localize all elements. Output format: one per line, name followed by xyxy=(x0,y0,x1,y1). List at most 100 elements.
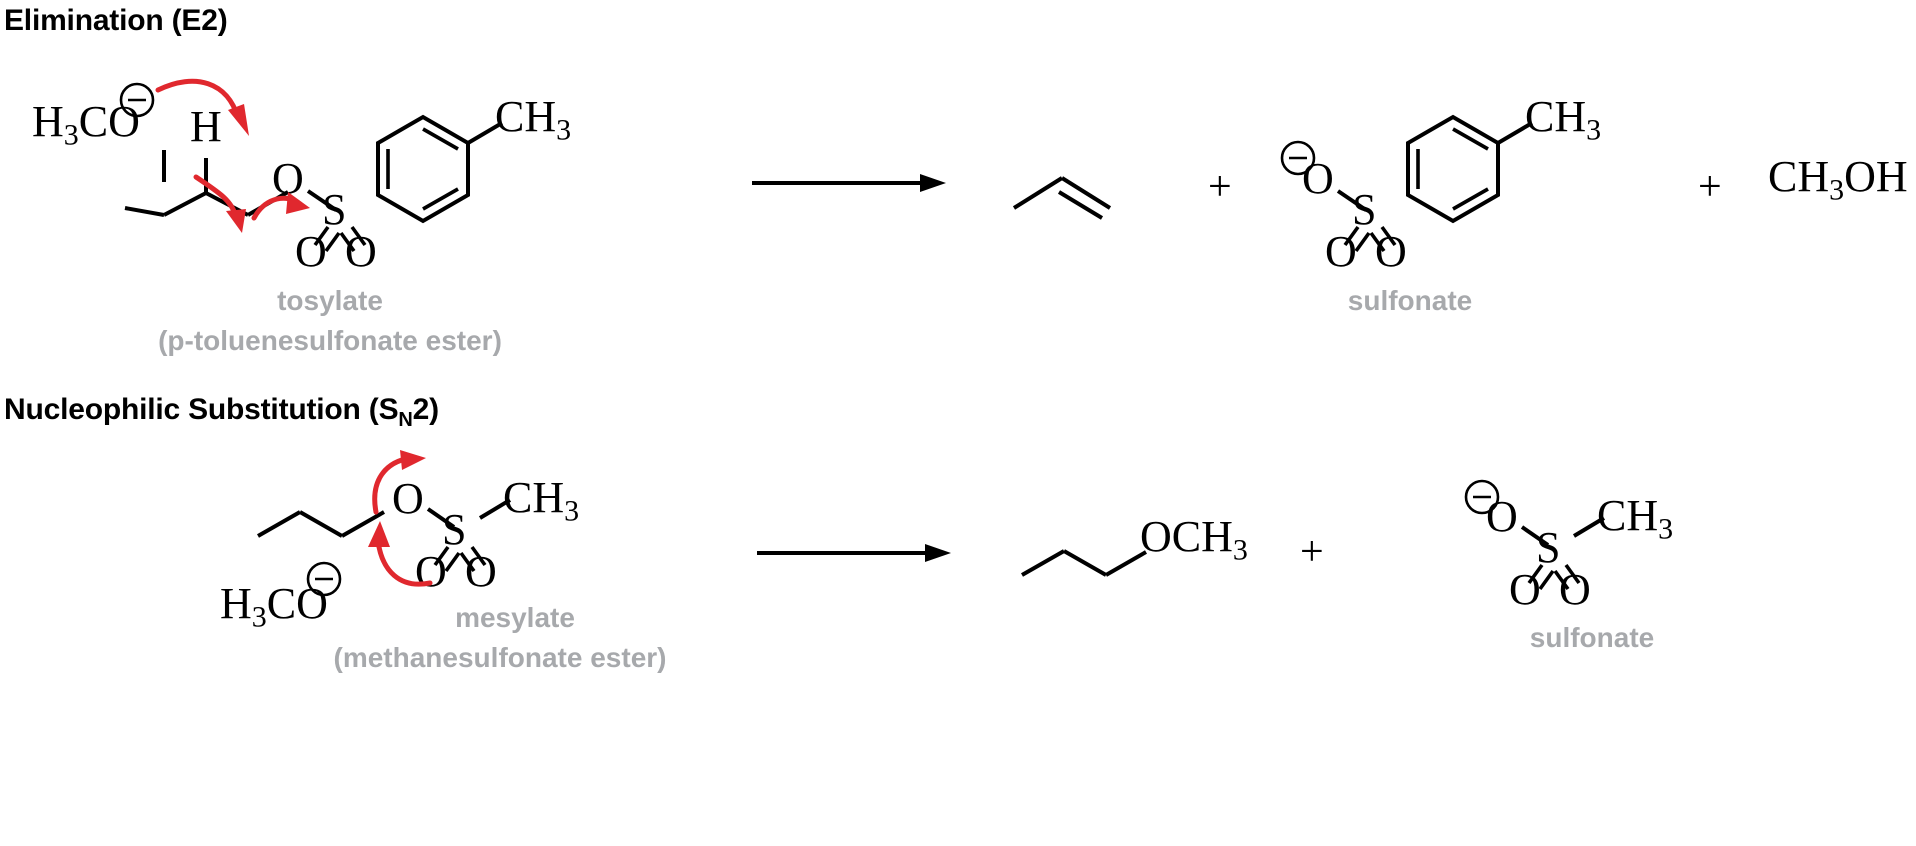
OCH3-subscript: 3 xyxy=(1232,533,1248,567)
plus-sign-e2-2: + xyxy=(1698,163,1722,211)
plus-text: + xyxy=(1698,164,1722,210)
anion-sulfonyl-oxygen-left-sn2: O xyxy=(1509,568,1541,612)
plus-text: + xyxy=(1208,164,1232,210)
O-atom: O xyxy=(1559,565,1591,614)
tolyl-methyl-label-anion-e2: CH3 xyxy=(1525,95,1601,145)
mesylate-sulfonyl-oxygen-right: O xyxy=(465,550,497,594)
tosylate-propyl-chain xyxy=(162,150,166,182)
mesylate-anion-oxygen: O xyxy=(1486,495,1518,539)
OCH-text: OCH xyxy=(1140,512,1233,561)
mesylate-sulfur: S xyxy=(442,508,466,552)
caption-sulfonate-e2: sulfonate xyxy=(1310,285,1510,317)
O-atom: O xyxy=(1486,492,1518,541)
H-atom: H xyxy=(190,102,222,151)
CH-text: CH xyxy=(1525,92,1587,141)
O-atom: O xyxy=(345,227,377,276)
ether-label-sn2: OCH3 xyxy=(1140,515,1248,565)
CH-text: CH xyxy=(1597,491,1659,540)
anion-sulfonyl-oxygen-left: O xyxy=(1325,230,1357,274)
heading-subscript-N: N xyxy=(398,409,413,431)
reaction-arrow-e2 xyxy=(752,174,946,192)
propene-structure xyxy=(1012,176,1112,220)
O-S-bond-sn2 xyxy=(426,507,456,529)
heading-text-pre: Elimination (E xyxy=(4,4,202,37)
mesylate-anion-methyl-label: CH3 xyxy=(1597,494,1673,544)
caption-text: sulfonate xyxy=(1529,622,1655,653)
sulfonyl-double-bonds-anion-e2 xyxy=(1343,225,1397,253)
propyl-chain-sn2 xyxy=(257,510,385,538)
caption-sulfonate-sn2: sulfonate xyxy=(1492,622,1692,654)
O-atom: O xyxy=(1325,227,1357,276)
tolyl-methyl-label-e2: CH3 xyxy=(495,95,571,145)
curly-arrow-CO-to-leaving-group xyxy=(251,192,310,221)
methoxide-H: H xyxy=(32,97,64,146)
O-atom: O xyxy=(295,227,327,276)
CH3-subscript: 3 xyxy=(1829,173,1845,207)
benzene-ring-e2 xyxy=(376,114,504,224)
caption-tosylate: tosylate xyxy=(180,285,480,317)
caption-tosylate-full: (p-toluenesulfonate ester) xyxy=(130,325,530,357)
CH3-subscript: 3 xyxy=(564,494,580,528)
CH-text: CH xyxy=(503,473,565,522)
methoxide-CO: CO xyxy=(266,579,328,628)
O-S-bond-e2 xyxy=(306,189,338,212)
sulfonyl-double-bonds-sn2 xyxy=(433,545,487,573)
benzene-ring-anion-e2 xyxy=(1406,114,1534,224)
curly-arrow-leaving-group-sn2 xyxy=(372,450,426,515)
O-S-bond-anion-sn2 xyxy=(1520,525,1550,547)
heading-text-tail: 2) xyxy=(201,4,228,37)
anion-sulfonyl-oxygen-right-sn2: O xyxy=(1559,568,1591,612)
O-atom: O xyxy=(272,154,304,203)
methyl-propyl-ether-chain xyxy=(1021,549,1147,577)
caption-line-1: tosylate xyxy=(277,285,383,316)
sulfonyl-double-bonds-e2 xyxy=(313,225,367,253)
beta-hydrogen-label: H xyxy=(190,105,222,149)
mesylate-anion-sulfur: S xyxy=(1536,526,1560,570)
heading-text-post: 2) xyxy=(412,393,439,426)
caption-line-2: (p-toluenesulfonate ester) xyxy=(158,325,502,356)
CH-text: CH xyxy=(495,92,557,141)
CH3-subscript: 3 xyxy=(1586,113,1602,147)
methoxide-label-e2: H3CO xyxy=(32,100,140,150)
reaction-arrow-sn2 xyxy=(757,544,951,562)
S-atom: S xyxy=(1536,523,1561,572)
ester-oxygen-label-e2: O xyxy=(272,157,304,201)
OH-text: OH xyxy=(1844,152,1908,201)
methoxide-H: H xyxy=(220,579,252,628)
mesylate-methyl-label: CH3 xyxy=(503,476,579,526)
O-atom: O xyxy=(1302,154,1334,203)
CH3-subscript: 3 xyxy=(1658,512,1674,546)
anion-sulfonyl-oxygen-right: O xyxy=(1375,230,1407,274)
curly-arrow-nucleophile-attack-sn2 xyxy=(368,521,433,587)
sulfonyl-oxygen-left-e2: O xyxy=(295,230,327,274)
O-atom: O xyxy=(1375,227,1407,276)
mesylate-ester-oxygen: O xyxy=(392,477,424,521)
tosylate-anion-oxygen: O xyxy=(1302,157,1334,201)
caption-line-2: (methanesulfonate ester) xyxy=(333,642,667,673)
methoxide-charge-sn2 xyxy=(306,561,342,597)
O-S-bond-anion-e2 xyxy=(1336,189,1368,212)
methoxide-H-subscript: 3 xyxy=(251,600,267,634)
O-atom: O xyxy=(1509,565,1541,614)
methoxide-label-sn2: H3CO xyxy=(220,582,328,632)
caption-mesylate: mesylate xyxy=(415,602,615,634)
methoxide-H-subscript: 3 xyxy=(63,118,79,152)
plus-sign-e2-1: + xyxy=(1208,163,1232,211)
methoxide-charge-e2 xyxy=(119,82,155,118)
O-atom: O xyxy=(392,474,424,523)
O-atom: O xyxy=(465,547,497,596)
plus-text: + xyxy=(1300,529,1324,575)
section-heading-elimination: Elimination (E2) xyxy=(4,4,228,38)
plus-sign-sn2: + xyxy=(1300,528,1324,576)
curly-arrow-methoxide-to-H xyxy=(155,78,249,136)
curly-arrow-CH-to-alkene xyxy=(193,174,246,233)
S-CH3-bond-sn2 xyxy=(478,498,512,520)
S-atom: S xyxy=(322,185,347,234)
sulfonyl-double-bonds-anion-sn2 xyxy=(1527,563,1581,591)
methoxide-CO: CO xyxy=(78,97,140,146)
caption-text: sulfonate xyxy=(1347,285,1473,316)
sulfur-label-e2: S xyxy=(322,188,346,232)
tosylate-anion-charge xyxy=(1280,140,1316,176)
S-atom: S xyxy=(1352,185,1377,234)
